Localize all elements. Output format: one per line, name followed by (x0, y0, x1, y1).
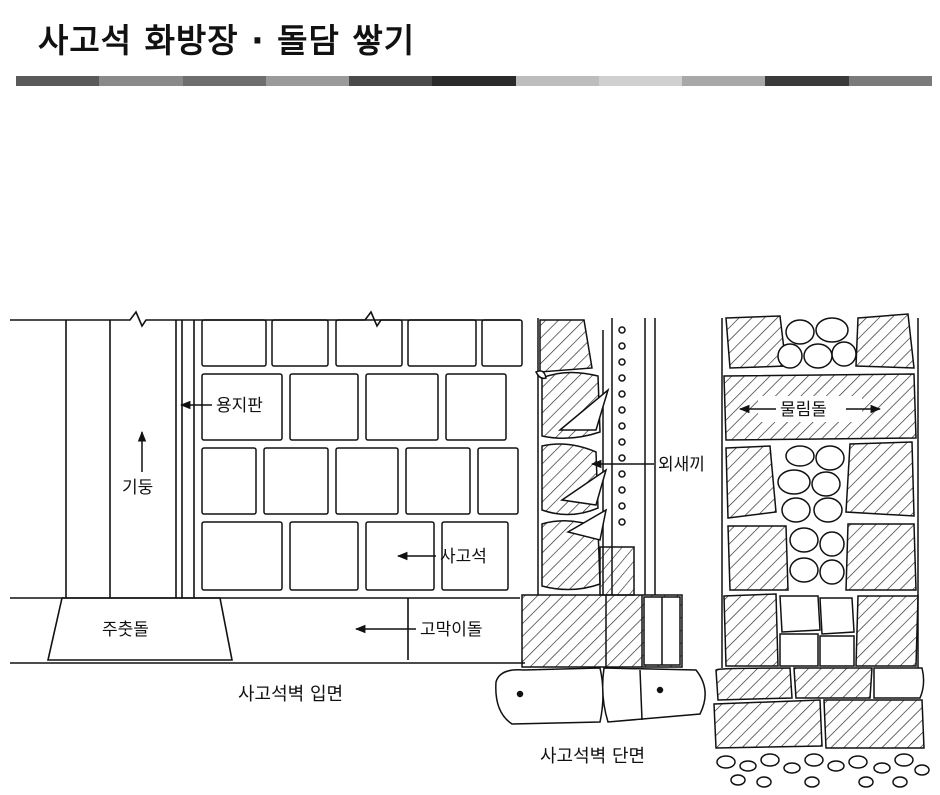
title-bar-segment (432, 76, 516, 86)
section-foundation-stone (601, 667, 706, 723)
yongjipan-label: 용지판 (216, 396, 263, 416)
stone-block (335, 319, 403, 367)
oesaekki-label: 외새끼 (658, 455, 705, 475)
elevation-top-break-line (10, 310, 520, 328)
wood-block (599, 546, 635, 596)
wall-elevation (10, 310, 525, 664)
title-bar-segment (99, 76, 183, 86)
elevation-caption: 사고석벽 입면 (238, 684, 343, 705)
stone-block (445, 373, 507, 441)
title-bar-segment (598, 76, 683, 86)
title-bar-segment (682, 76, 766, 86)
title-bar-segment (765, 76, 849, 86)
straw-rope-dots (618, 326, 626, 526)
gidung-label: 기둥 (122, 478, 153, 498)
stone-block (477, 447, 519, 515)
title-bar-segment (16, 76, 100, 86)
wedge (566, 508, 608, 541)
title-bar-segment (848, 76, 932, 86)
stone-block (201, 373, 283, 441)
title-bar-segment (349, 76, 433, 86)
section-caption: 사고석벽 단면 (540, 746, 645, 767)
stone-block (405, 447, 471, 515)
square-stone-blocks (201, 319, 523, 591)
title-divider-bar (16, 76, 932, 86)
elevation-annotations (137, 400, 436, 634)
wall-section (495, 318, 706, 725)
rubble-wall (713, 313, 930, 788)
stone-block (201, 521, 283, 591)
stone-block (365, 373, 439, 441)
stone-block (263, 447, 329, 515)
stone-block (289, 373, 359, 441)
stone-block (481, 319, 523, 367)
stone-block (201, 319, 267, 367)
sagoseok-label: 사고석 (440, 547, 487, 567)
title-bar-segment (515, 76, 599, 86)
foundation-stone (46, 597, 233, 661)
juchutdol-label: 주춧돌 (102, 620, 149, 640)
stone-block (441, 521, 509, 591)
wedge (557, 387, 610, 431)
stone-block (407, 319, 477, 367)
title-bar-segment (182, 76, 266, 86)
section-stone (539, 319, 593, 373)
title-bar-segment (265, 76, 350, 86)
stone-block (201, 447, 257, 515)
page-title: 사고석 화방장 · 돌담 쌓기 (38, 21, 416, 60)
section-foundation-stone (495, 667, 604, 725)
stone-block (335, 447, 399, 515)
wedge (559, 468, 608, 506)
mullimdol-label: 물림돌 (780, 400, 827, 420)
stone-block (271, 319, 329, 367)
gomagidol-label: 고막이돌 (420, 620, 483, 640)
gravel (716, 753, 930, 788)
stone-block (289, 521, 359, 591)
